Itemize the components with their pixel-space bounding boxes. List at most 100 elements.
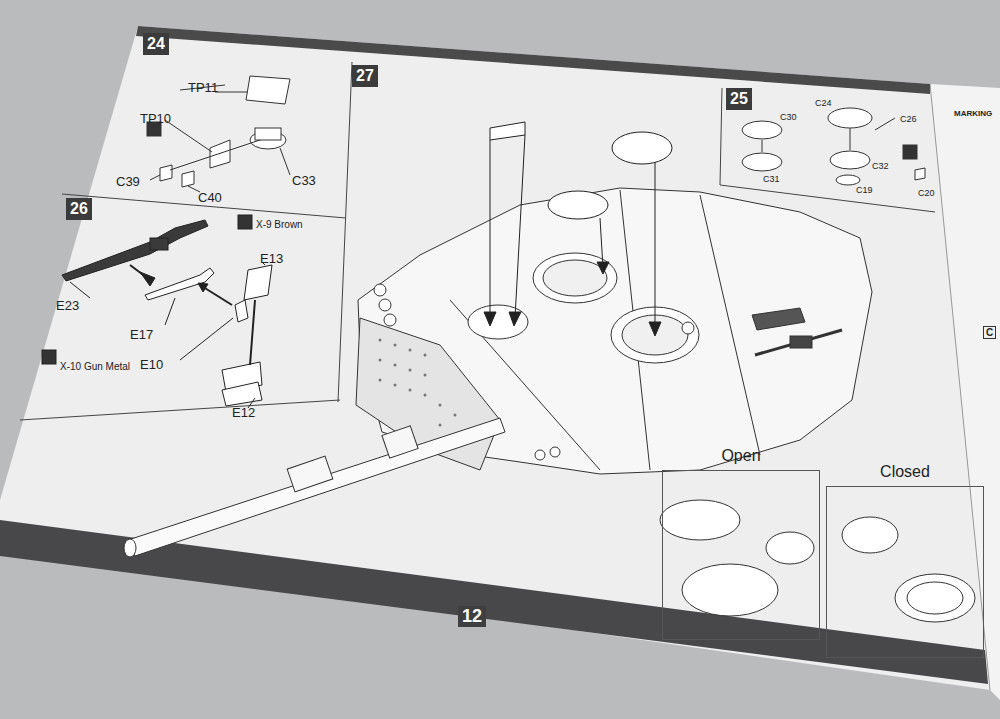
step-number: 27 [352,65,378,87]
part-label: C26 [900,112,917,127]
step-25-parts [828,108,872,128]
part-label: E13 [260,251,283,266]
turret-drawing [700,195,760,455]
turret-drawing [384,314,396,326]
step-25-parts [742,121,782,139]
part-label: C20 [918,186,935,201]
step-25-parts [875,118,895,130]
step-26-parts [180,318,233,360]
turret-drawing [409,349,412,352]
turret-drawing [682,322,694,334]
step-24-parts [215,92,248,93]
turret-drawing [379,379,382,382]
step-24-parts [255,128,281,140]
node-text: C [986,327,993,338]
part-label: X-10 Gun Metal [60,359,130,374]
part-label: C30 [780,110,797,125]
turret-drawing [379,299,391,311]
part-label: TP10 [140,111,171,126]
turret-drawing [752,308,805,330]
step-24-parts [246,76,290,104]
step-number: 24 [143,33,169,55]
turret-drawing [374,284,386,296]
panel-borders [20,400,340,420]
part-label: E10 [140,357,163,372]
open-closed-details [907,582,963,614]
turret-drawing [424,394,427,397]
part-label: TP11 [188,80,218,95]
marking-letter: C [983,326,996,339]
panel-borders [338,62,352,402]
assembly-arrows [548,191,608,219]
node-text: 25 [730,90,748,107]
turret-drawing [409,389,412,392]
turret-drawing [287,456,333,492]
part-label: C40 [198,190,222,205]
part-label: C19 [856,183,873,198]
node-text: 24 [147,35,165,52]
step-24-parts [210,140,230,168]
step-26-parts [70,282,90,298]
turret-drawing [468,305,528,339]
step-25-parts [762,140,763,152]
part-label: C39 [116,174,140,189]
turret-drawing [439,404,442,407]
part-label: C24 [815,96,832,111]
turret-drawing [543,260,607,296]
step-25-parts [836,175,860,185]
turret-drawing [394,344,397,347]
turret-drawing [124,188,872,557]
step-25-parts [850,128,851,150]
step-26-parts [235,300,248,322]
turret-drawing [128,418,505,556]
turret-drawing [379,359,382,362]
panel-borders [720,88,935,212]
step-26-parts [140,272,155,286]
step-24-parts [150,175,160,180]
step-26-parts [150,238,168,250]
turret-drawing [424,374,427,377]
turret-drawing [424,354,427,357]
turret-drawing [394,384,397,387]
step-26-parts [222,382,262,406]
part-label: C31 [763,172,780,187]
assembly-arrows [484,312,496,326]
node-text: 12 [462,606,482,626]
part-label: E12 [232,405,255,420]
assembly-arrows [509,312,521,326]
turret-drawing [379,339,382,342]
assembly-arrows [515,135,525,318]
booklet [0,26,990,690]
step-26-parts [42,350,56,364]
turret-drawing [533,253,617,303]
step-25-parts [742,108,925,185]
detail-box: Closed [826,486,984,658]
step-25-parts [830,151,870,169]
assembly-arrows [600,218,603,268]
part-label: X-9 Brown [256,217,303,232]
step-24-parts [170,140,260,170]
open-closed-details [895,574,975,622]
step-24-parts [182,171,194,187]
assembly-arrows [655,162,656,330]
step-24-parts [160,165,172,181]
turret-drawing [382,426,418,458]
step-25-parts [903,145,917,159]
step-26-parts [62,220,208,281]
step-26-parts [244,265,272,300]
turret-drawing [450,300,600,470]
step-24-parts [280,148,290,175]
assembly-arrows [612,132,672,164]
assembly-arrows [484,122,672,336]
turret-drawing [124,539,136,557]
turret-drawing [550,447,560,457]
step-26-parts [165,298,175,325]
turret-drawing [394,364,397,367]
turret-drawing [454,414,457,417]
open-closed-details [660,500,975,622]
turret-drawing [535,450,545,460]
open-closed-details [842,517,898,553]
step-26-parts [145,268,214,300]
step-number: 26 [66,198,92,220]
